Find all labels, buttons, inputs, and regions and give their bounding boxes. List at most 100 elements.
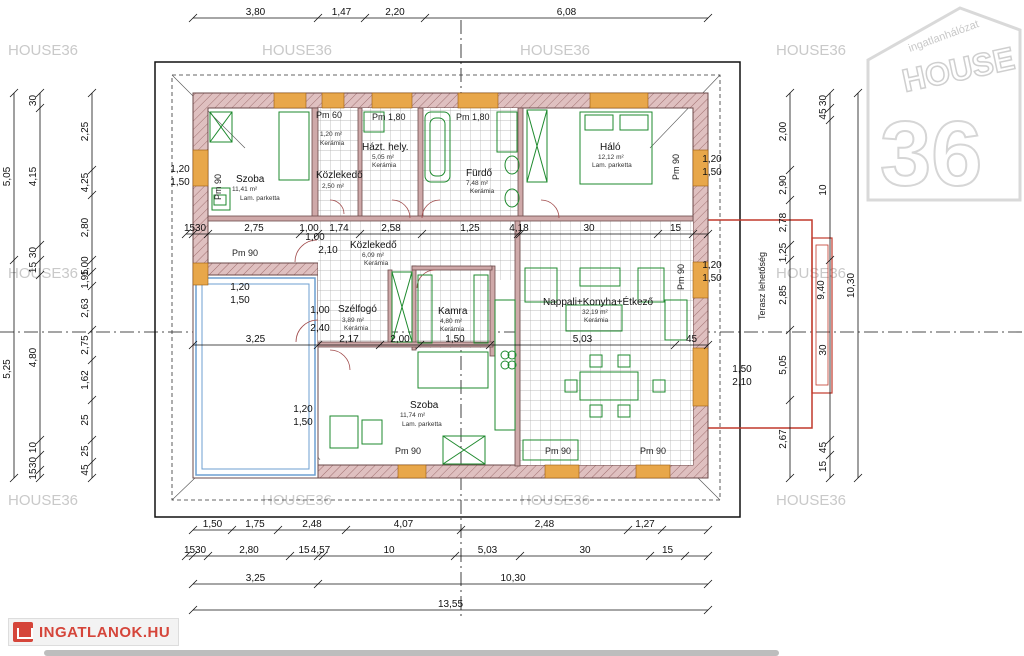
room-floor: Kerámia [440, 326, 465, 333]
room-nappali: Nappali+Konyha+Étkező 32,19 m² Kerámia [543, 295, 654, 324]
interior-dimension: 2,75 [244, 223, 264, 234]
armchair [524, 267, 558, 303]
room-floor: Kerámia [584, 317, 609, 324]
bottom-dimension: 1,27 [635, 519, 655, 530]
window-dimension: 1,20 [702, 154, 722, 165]
room-labels: Szoba 11,41 m² Lam. parketta 1,20 m² Ker… [232, 131, 654, 428]
bottom-dimension: 5,03 [478, 545, 498, 556]
ingatlanok-badge[interactable]: INGATLANOK.HU [8, 618, 180, 646]
room-floor: Kerámia [364, 260, 389, 267]
bottom-dimension: 3,25 [246, 573, 266, 584]
room-name: Nappali+Konyha+Étkező [543, 295, 654, 308]
house-icon [13, 622, 33, 642]
top-dimension: 2,20 [385, 7, 405, 18]
terrace-label: Terasz lehetőség [757, 252, 767, 320]
left-dimension: 4,25 [80, 172, 91, 192]
left-dimension: 10 [28, 442, 39, 454]
left-dimension: 1,95 [80, 269, 91, 289]
interior-dimension: 1,00 [299, 223, 319, 234]
left-dimension: 5,25 [2, 359, 13, 379]
room-kozlekedo-2: Közlekedő 2,50 m² [316, 170, 363, 190]
watermark-text: HOUSE36 [8, 265, 78, 282]
interior-dimension: 1,25 [460, 223, 480, 234]
room-area: 2,50 m² [322, 183, 345, 190]
room-haztartasi: Házt. hely. 5,05 m² Kerámia [362, 142, 409, 169]
watermark-text: HOUSE36 [520, 42, 590, 59]
opening-label: Pm 90 [545, 446, 571, 456]
window-dimension: 1,20 [230, 282, 250, 293]
door-dimension: 2,10 [318, 245, 338, 256]
bottom-dimension: 2,48 [535, 519, 555, 530]
house36-logo: ingatlanhálózat HOUSE 36 [866, 6, 1022, 206]
room-floor: Kerámia [372, 162, 397, 169]
left-dimension: 15 [28, 468, 39, 480]
room-floor: Lam. parketta [592, 162, 632, 169]
room-name: Kamra [438, 306, 468, 317]
right-dimension: 2,90 [778, 175, 789, 195]
interior-dimension: 30 [583, 223, 595, 234]
right-dimension: 2,78 [778, 212, 789, 232]
room-area: 7,48 m² [466, 180, 489, 187]
interior-dimension: 3,25 [246, 334, 266, 345]
opening-label: Pm 90 [671, 154, 681, 180]
room-szelfogo: Szélfogó 3,89 m² Kerámia [338, 304, 377, 332]
furniture [209, 109, 688, 465]
bottom-dimension: 10 [383, 545, 395, 556]
window-dimension: 1,50 [702, 273, 722, 284]
room-kozlekedo-1: 1,20 m² Kerámia [320, 131, 345, 147]
left-dimension: 2,75 [80, 335, 91, 355]
room-kamra: Kamra 4,80 m² Kerámia [438, 306, 468, 333]
right-dimension: 5,05 [778, 355, 789, 375]
left-dimension: 30 [28, 95, 39, 107]
room-area: 4,80 m² [440, 318, 463, 325]
left-dimension: 1,62 [80, 370, 91, 390]
room-floor: Kerámia [320, 140, 345, 147]
right-dimension: 30 [818, 95, 829, 107]
tiled-floors [318, 108, 693, 465]
bottom-dimension: 15 [662, 545, 674, 556]
opening-label: Pm 90 [676, 264, 686, 290]
opening-label: Pm 1,80 [372, 112, 406, 122]
logo-number: 36 [880, 103, 982, 205]
scrollbar[interactable] [44, 650, 779, 656]
wardrobe [526, 109, 548, 183]
watermark-text: HOUSE36 [776, 265, 846, 282]
interior-dimension: 2,17 [339, 334, 359, 345]
opening-label: Pm 60 [316, 110, 342, 120]
room-area: 5,05 m² [372, 154, 395, 161]
bottom-dimension: 1,75 [245, 519, 265, 530]
right-dimension: 10,30 [846, 273, 857, 298]
wardrobe [417, 351, 489, 389]
window-dimension: 1,20 [702, 260, 722, 271]
door-dimension: 2,40 [310, 323, 330, 334]
top-dimension: 1,47 [332, 7, 352, 18]
desk [211, 187, 231, 211]
room-name: Házt. hely. [362, 142, 409, 153]
opening-label: Pm 1,80 [456, 112, 490, 122]
room-area: 3,89 m² [342, 317, 365, 324]
sofa [579, 267, 621, 287]
room-name: Közlekedő [316, 170, 363, 181]
right-dimension: 10 [818, 184, 829, 196]
left-dimension: 5,05 [2, 166, 13, 186]
room-szoba-2: Szoba 11,74 m² Lam. parketta [400, 400, 442, 428]
interior-dimension: 15 [184, 223, 196, 234]
room-area: 11,74 m² [400, 412, 426, 419]
interior-walls [207, 107, 694, 467]
left-dimension: 25 [80, 414, 91, 426]
door-dimension: 1,00 [305, 232, 325, 243]
room-name: Háló [600, 142, 621, 153]
interior-dimension: 1,74 [329, 223, 349, 234]
watermark-text: HOUSE36 [520, 492, 590, 509]
right-dimension: 45 [818, 108, 829, 120]
bottom-dimension: 30 [579, 545, 591, 556]
opening-label: Pm 90 [395, 446, 421, 456]
kitchen-counter [494, 299, 516, 431]
right-dimension: 2,00 [778, 121, 789, 141]
desk [329, 415, 359, 449]
room-name: Közlekedő [350, 240, 397, 251]
room-halo: Háló 12,12 m² Lam. parketta [592, 142, 632, 169]
right-dimension: 15 [818, 461, 829, 473]
